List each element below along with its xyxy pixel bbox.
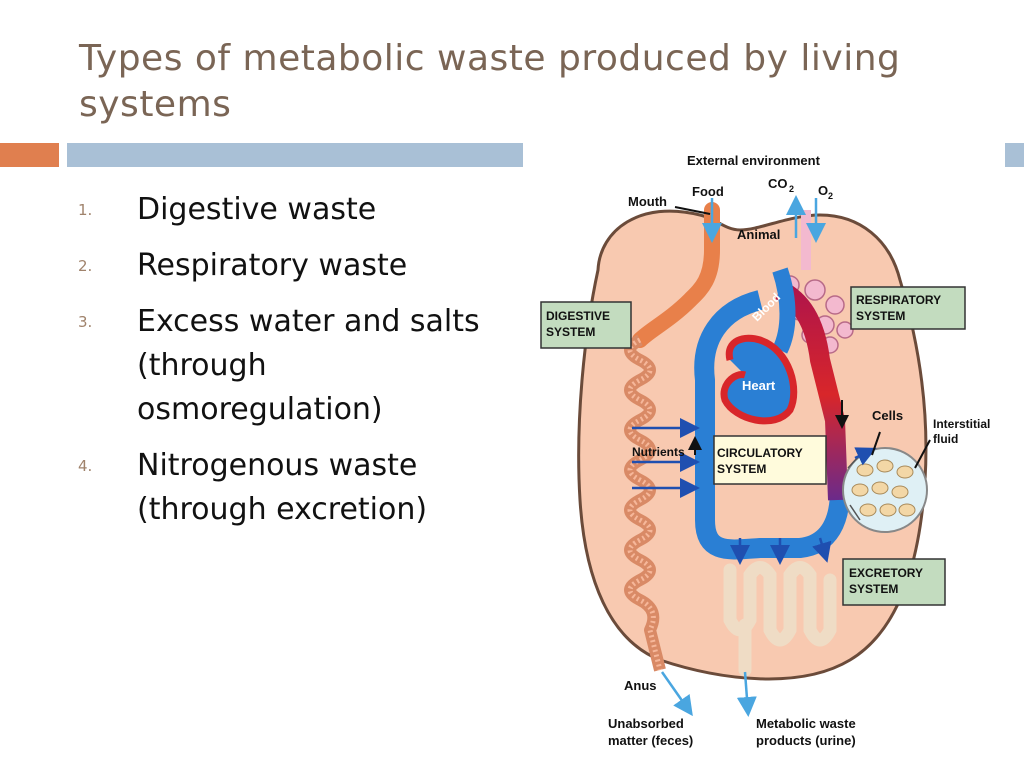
label-metabolic-waste: Metabolic waste	[756, 716, 856, 731]
list-item: 1. Digestive waste	[78, 188, 508, 232]
list-text: Excess water and salts (through osmoregu…	[137, 304, 480, 427]
list-number: 1.	[78, 201, 93, 219]
list-text: Respiratory waste	[137, 248, 408, 283]
respiratory-system-box: RESPIRATORY SYSTEM	[850, 286, 966, 330]
heart-shape	[720, 334, 798, 425]
heart-label: Heart	[742, 378, 776, 393]
list-item: 3. Excess water and salts (through osmor…	[78, 300, 508, 432]
list-number: 3.	[78, 313, 93, 331]
digestive-system-box: DIGESTIVE SYSTEM	[540, 301, 632, 349]
external-arrows	[660, 195, 826, 717]
accent-bar-blue	[67, 143, 523, 167]
list-item: 2. Respiratory waste	[78, 244, 508, 288]
label-mouth: Mouth	[628, 194, 667, 209]
list-item: 4. Nitrogenous waste (through excretion)	[78, 444, 508, 532]
label-anus: Anus	[624, 678, 657, 693]
label-cells: Cells	[872, 408, 903, 423]
list-text: Nitrogenous waste (through excretion)	[137, 448, 428, 527]
kidney-tubules	[723, 561, 837, 677]
svg-text:EXCRETORY: EXCRETORY	[849, 566, 923, 580]
label-o2-sub: 2	[828, 191, 833, 201]
waste-types-list: 1. Digestive waste 2. Respiratory waste …	[78, 188, 508, 544]
label-o2: O	[818, 183, 828, 198]
label-co2-sub: 2	[789, 184, 794, 194]
list-number: 4.	[78, 457, 93, 475]
label-interstitial: Interstitial	[933, 417, 990, 431]
label-feces: matter (feces)	[608, 733, 693, 748]
label-external-environment: External environment	[687, 153, 821, 168]
digestive-tract	[632, 202, 720, 348]
label-nutrients: Nutrients	[632, 445, 685, 459]
cells-cluster	[851, 459, 916, 517]
blood-vessel-blue	[694, 290, 850, 560]
svg-text:SYSTEM: SYSTEM	[546, 325, 595, 339]
svg-text:CIRCULATORY: CIRCULATORY	[717, 446, 803, 460]
label-co2: CO	[768, 176, 788, 191]
label-unabsorbed: Unabsorbed	[608, 716, 684, 731]
svg-text:RESPIRATORY: RESPIRATORY	[856, 293, 941, 307]
svg-text:SYSTEM: SYSTEM	[849, 582, 898, 596]
svg-text:DIGESTIVE: DIGESTIVE	[546, 309, 610, 323]
excretory-system-box: EXCRETORY SYSTEM	[842, 558, 946, 606]
nutrient-arrows	[632, 418, 877, 565]
label-fluid: fluid	[933, 432, 958, 446]
label-food: Food	[692, 184, 724, 199]
svg-text:SYSTEM: SYSTEM	[856, 309, 905, 323]
list-text: Digestive waste	[137, 192, 377, 227]
label-animal: Animal	[737, 227, 780, 242]
accent-bar-orange	[0, 143, 59, 167]
circulatory-system-box: CIRCULATORY SYSTEM	[713, 435, 827, 485]
accent-bar-blue-right	[1005, 143, 1024, 167]
slide-title: Types of metabolic waste produced by liv…	[79, 38, 901, 125]
list-number: 2.	[78, 257, 93, 275]
svg-text:SYSTEM: SYSTEM	[717, 462, 766, 476]
label-urine: products (urine)	[756, 733, 856, 748]
